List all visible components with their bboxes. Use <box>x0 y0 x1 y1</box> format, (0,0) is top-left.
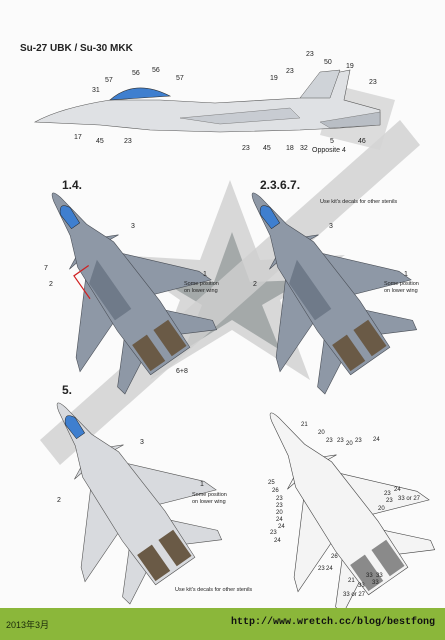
callout: 26 <box>331 554 338 560</box>
aircraft-top-view <box>186 146 437 409</box>
callout: 50 <box>324 59 332 66</box>
artwork: Su-27 UBK / Su-30 MKK 56 56 57 57 31 17 … <box>0 43 445 608</box>
callout: 24 <box>394 487 401 493</box>
callout: 23 <box>386 498 393 504</box>
callout: 23 <box>286 68 294 75</box>
callout: 57 <box>176 75 184 82</box>
callout: 26 <box>272 488 279 494</box>
callout: 23 <box>326 438 333 444</box>
callout: 23 <box>318 566 325 572</box>
callout: 23 <box>276 496 283 502</box>
aircraft-stencil-view <box>204 366 445 608</box>
callout: 7 <box>44 265 48 272</box>
callout-or: 33 or 27 <box>398 496 421 502</box>
note: Some position <box>384 281 419 287</box>
callout: 32 <box>300 145 308 152</box>
scheme-label: 2.3.6.7. <box>260 178 300 192</box>
callout: 33 <box>372 580 379 586</box>
callout: 2 <box>253 281 257 288</box>
callout: 3 <box>131 223 135 230</box>
callout: 23 <box>124 138 132 145</box>
note: on lower wing <box>184 288 218 294</box>
callout: 20 <box>346 441 353 447</box>
callout: 57 <box>105 77 113 84</box>
scheme-label: 5. <box>62 383 72 397</box>
callout: 1 <box>404 271 408 278</box>
callout: 33 <box>376 573 383 579</box>
callout: 23 <box>242 145 250 152</box>
callout: 24 <box>274 538 281 544</box>
callout: 2 <box>49 281 53 288</box>
callout: 20 <box>378 506 385 512</box>
callout: 6+8 <box>176 368 188 375</box>
callout: 3 <box>140 439 144 446</box>
callout: 21 <box>301 422 308 428</box>
aircraft-top-view <box>0 146 237 409</box>
callout: 23 <box>270 530 277 536</box>
footer-url: http://www.wretch.cc/blog/bestfong <box>230 617 435 628</box>
callout: 5 <box>330 138 334 145</box>
callout: 2 <box>57 497 61 504</box>
footer-date: 2013年3月 <box>6 620 50 630</box>
callout: 24 <box>278 524 285 530</box>
callout: 23 <box>355 438 362 444</box>
callout: 19 <box>270 75 278 82</box>
note: Some position <box>184 281 219 287</box>
footer-bar: 2013年3月 http://www.wretch.cc/blog/bestfo… <box>0 608 445 640</box>
callout: 56 <box>132 70 140 77</box>
callout: 1 <box>200 481 204 488</box>
callout: 33 <box>358 583 365 589</box>
callout: 46 <box>358 138 366 145</box>
callout: 3 <box>329 223 333 230</box>
stencil-callouts: 21 20 23 23 20 23 24 25 26 23 23 20 24 2… <box>268 422 421 598</box>
callout: 45 <box>96 138 104 145</box>
callout: 1 <box>203 271 207 278</box>
callout: 17 <box>74 134 82 141</box>
callout: 20 <box>318 430 325 436</box>
callout: 23 <box>369 79 377 86</box>
stencil-note: Use kit's decals for other stenils <box>320 199 397 205</box>
note: Some position <box>192 492 227 498</box>
side-view: 56 56 57 57 31 17 45 23 23 50 19 19 23 2… <box>33 51 381 154</box>
aircraft-top-view <box>0 356 242 608</box>
callout: 56 <box>152 67 160 74</box>
sheet-title: Su-27 UBK / Su-30 MKK <box>20 43 134 54</box>
callout: 23 <box>337 438 344 444</box>
callout: 19 <box>346 63 354 70</box>
callout: 21 <box>348 578 355 584</box>
callout: 23 <box>384 491 391 497</box>
callout: 23 <box>276 503 283 509</box>
note: on lower wing <box>192 499 226 505</box>
callout: 18 <box>286 145 294 152</box>
callout: 24 <box>373 437 380 443</box>
callout: 20 <box>276 510 283 516</box>
callout-or: 33 or 27 <box>343 592 366 598</box>
note: on lower wing <box>384 288 418 294</box>
callout: 45 <box>263 145 271 152</box>
callout: 24 <box>326 566 333 572</box>
stencil-note: Use kit's decals for other stenils <box>175 587 252 593</box>
callout: 25 <box>268 480 275 486</box>
callout: 33 <box>366 573 373 579</box>
scheme-label: 1.4. <box>62 178 82 192</box>
callout: 31 <box>92 87 100 94</box>
note: Opposite 4 <box>312 147 346 154</box>
callout: 24 <box>276 517 283 523</box>
callout: 23 <box>306 51 314 58</box>
